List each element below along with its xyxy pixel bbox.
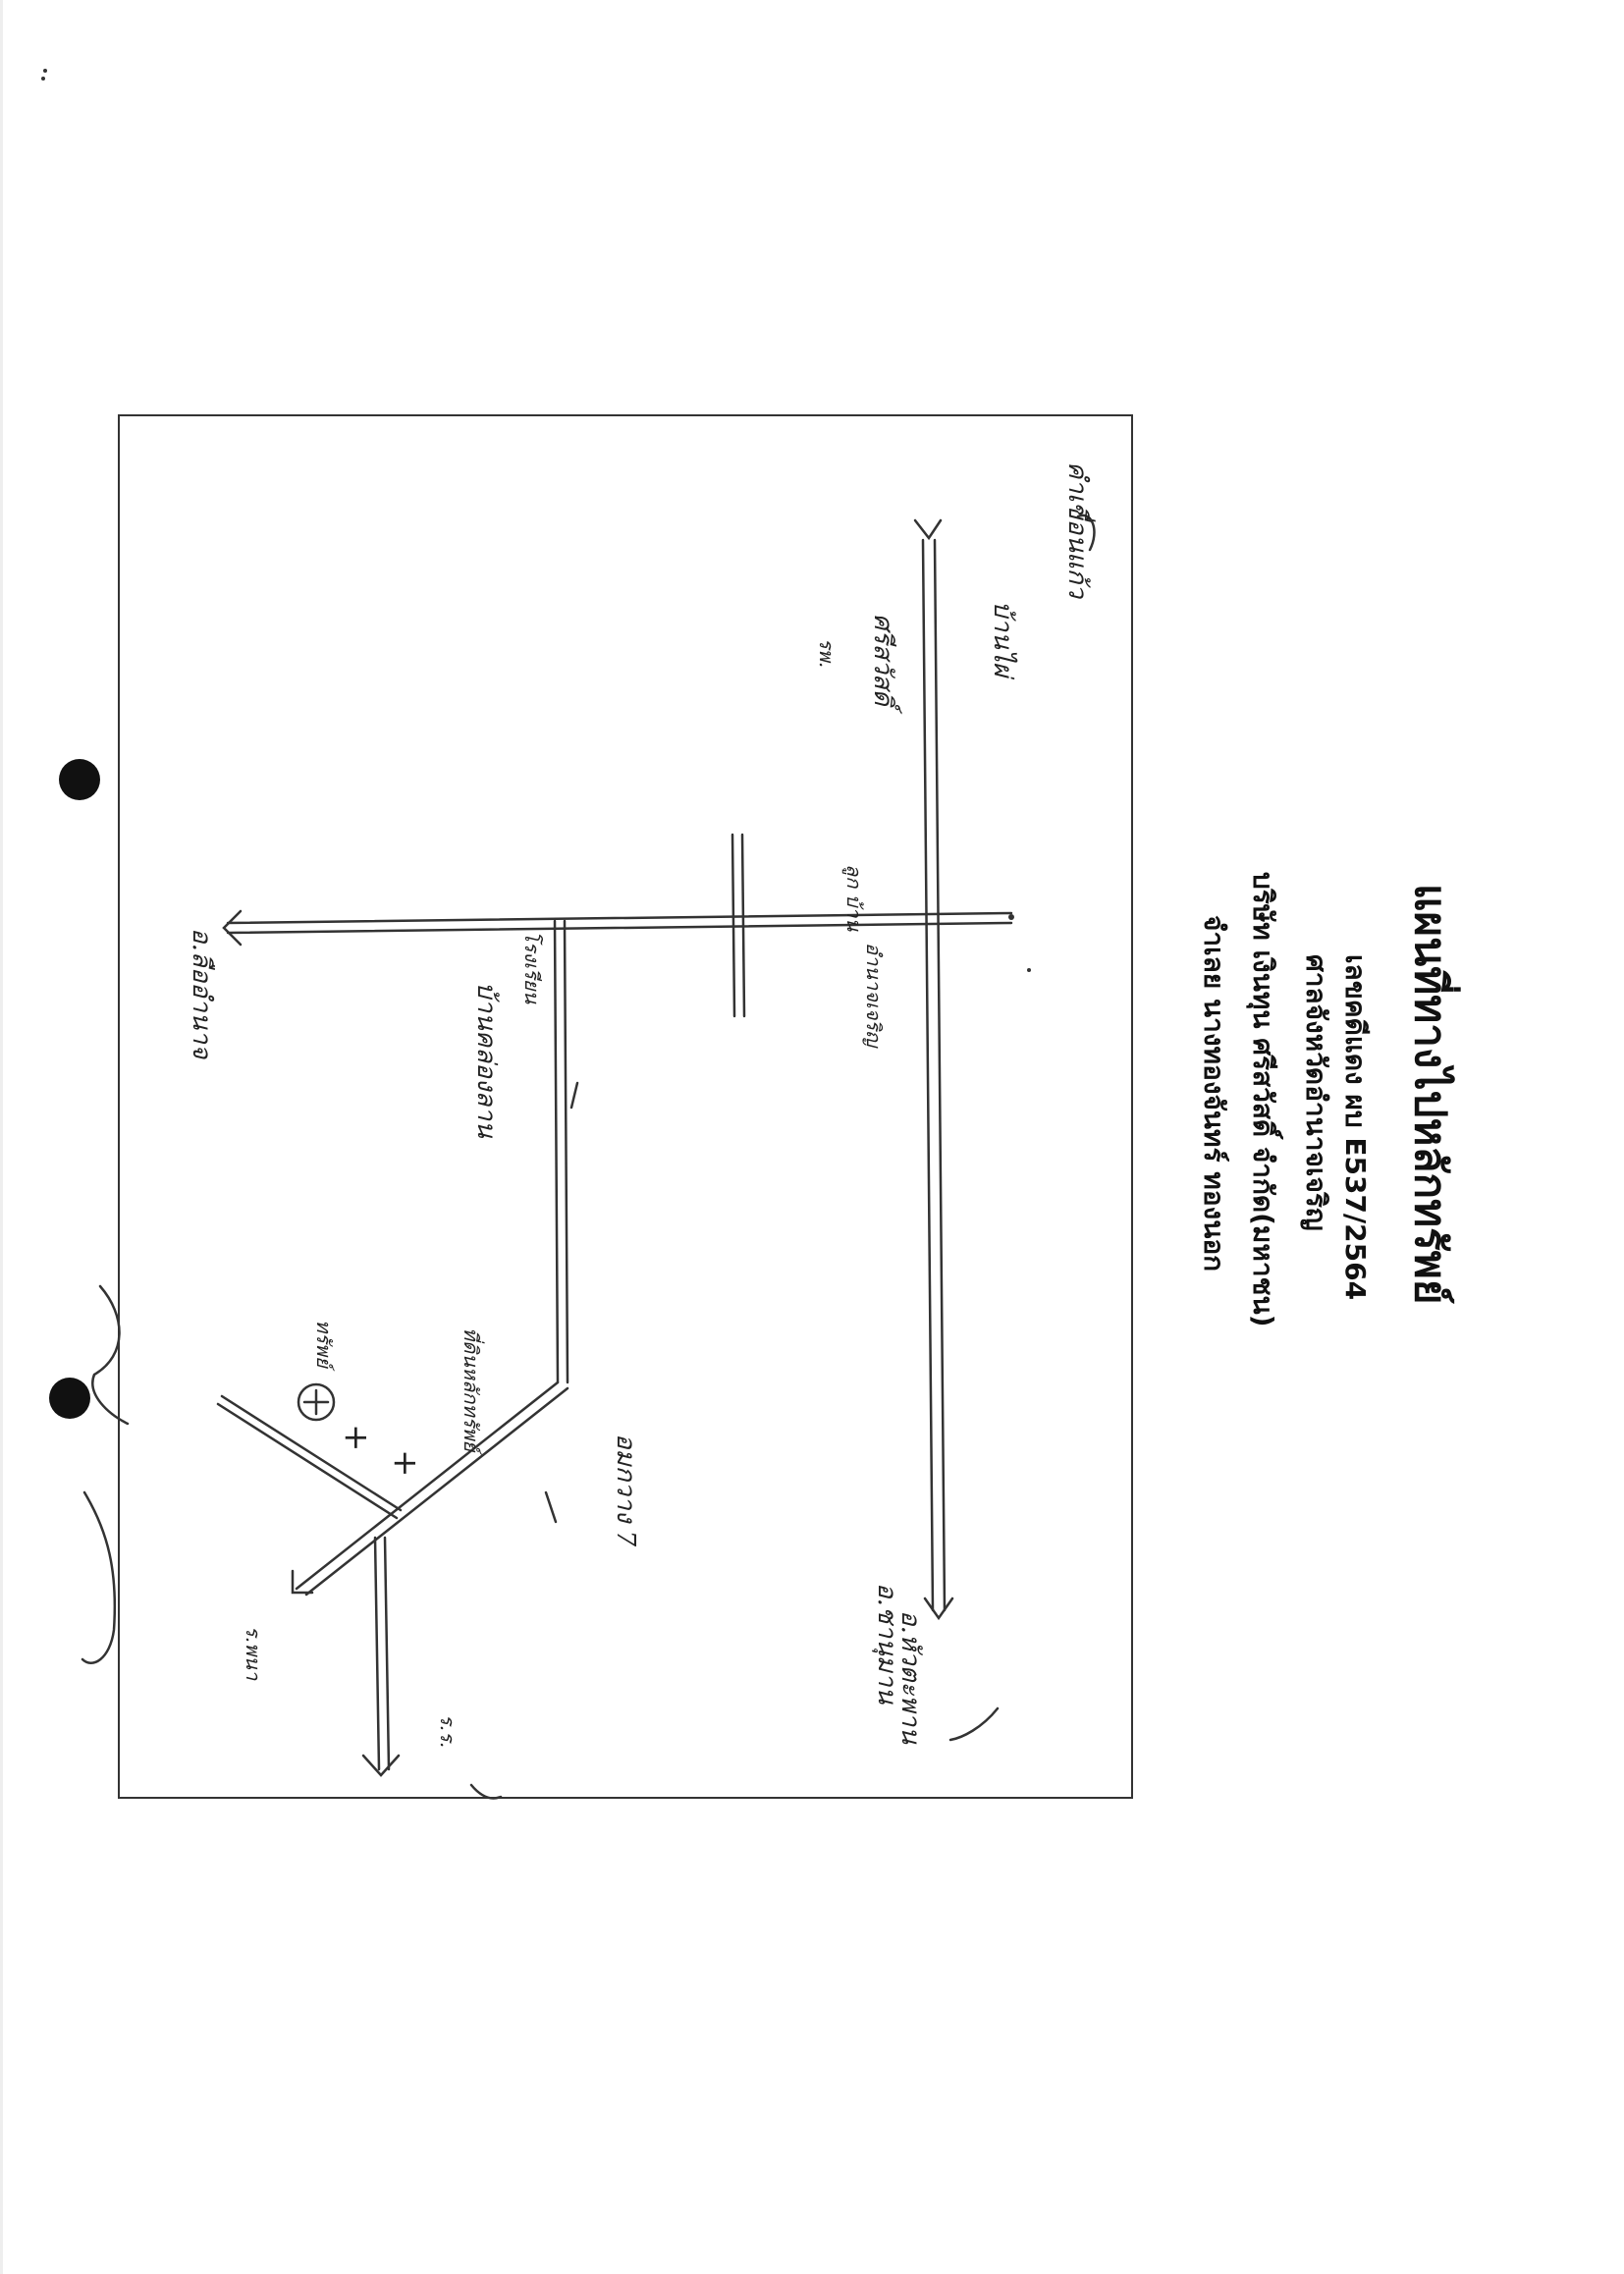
- label-map-mark: ทรัพย์: [312, 1320, 336, 1368]
- label-ban-nai: ลูก บ้าน: [842, 864, 866, 932]
- hand-mark-3: [544, 1490, 558, 1524]
- junction-tick-b: [740, 833, 746, 1018]
- label-srisawat: ศรีสวัสดิ์: [868, 614, 897, 706]
- bottom-road-line-a: [373, 1536, 381, 1771]
- main-road-line-b: [933, 538, 947, 1612]
- punch-hole-top: [59, 759, 100, 800]
- label-school: โรงเรียน: [520, 931, 544, 1004]
- bottom-road-line-b: [383, 1536, 391, 1771]
- label-to-muang: อ.หัวตะพาน: [895, 1610, 925, 1744]
- scan-edge: [0, 0, 3, 2274]
- hand-mark-1: [948, 1706, 1000, 1742]
- scan-speck-2: [41, 77, 45, 81]
- main-road-arrow-top: [913, 518, 943, 541]
- label-amphoe-road: อำนาจเจริญ: [862, 943, 886, 1048]
- junction-tick-a: [731, 833, 736, 1018]
- plot-marker-2: +: [386, 1449, 425, 1478]
- label-khlong-lan: บ้านคล่องลาน: [471, 982, 501, 1138]
- bottom-road-arrow: [361, 1754, 401, 1777]
- scan-speck-3: [1027, 968, 1031, 972]
- hand-mark-7: [81, 1490, 117, 1664]
- label-kwang-road: อมกวาง 7: [611, 1434, 640, 1547]
- diag-road-line-a: [295, 1381, 560, 1591]
- scan-speck-1: [43, 69, 47, 73]
- branch-road-line-b: [216, 1402, 399, 1520]
- cross-road-line-a: [226, 911, 1013, 925]
- label-top-left-road: คำเขื่อนแก้ว: [1062, 461, 1092, 599]
- side-road-line-b: [563, 919, 569, 1384]
- hand-mark-2: [1076, 514, 1096, 552]
- label-bottom-right: ร.ร.: [436, 1714, 460, 1749]
- hand-mark-6: [91, 1284, 130, 1426]
- plot-marker-1: +: [337, 1424, 376, 1452]
- label-rao: รพ.: [815, 638, 839, 669]
- road-dot: [1008, 914, 1014, 920]
- hand-mark-4: [569, 1081, 579, 1110]
- punch-hole-bottom: [49, 1378, 90, 1419]
- hand-mark-5: [469, 1783, 503, 1800]
- diag-road-arrow: [291, 1569, 314, 1595]
- main-road-arrow-bottom: [923, 1597, 954, 1621]
- label-bottom-road: ร.พนา: [242, 1626, 265, 1681]
- map-frame: [118, 414, 1133, 1799]
- side-road-line-a: [553, 919, 560, 1384]
- label-plot: ที่ดินหลักทรัพย์: [460, 1327, 483, 1452]
- branch-road-line-a: [220, 1394, 403, 1512]
- main-road-line-a: [921, 538, 935, 1612]
- label-top-left-village: บ้านไผ่: [988, 601, 1017, 677]
- cross-road-arrow: [222, 909, 243, 947]
- diag-road-line-b: [304, 1386, 569, 1597]
- cross-road-line-b: [226, 921, 1013, 935]
- property-circle-marker: [297, 1382, 336, 1422]
- label-to-amnat: อ.ลืออำนาจ: [187, 928, 216, 1059]
